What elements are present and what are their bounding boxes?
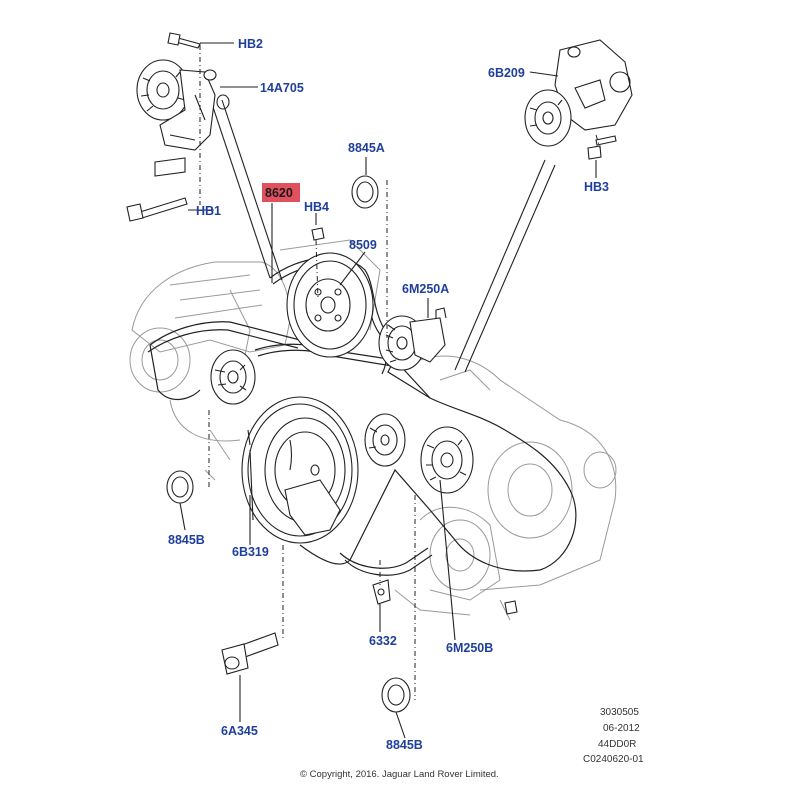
- leader-lines: [179, 42, 597, 739]
- label-6b209: 6B209: [488, 66, 525, 80]
- label-8845b-left: 8845B: [168, 533, 205, 547]
- label-8620: 8620: [265, 186, 293, 200]
- bolt-6a345: [221, 632, 279, 675]
- label-hb2: HB2: [238, 37, 263, 51]
- washer-6332: [372, 579, 391, 605]
- reference-line-1: 3030505: [600, 707, 639, 718]
- cap-8845b-bottom: [381, 677, 411, 713]
- label-8845b-bottom: 8845B: [386, 738, 423, 752]
- label-6332: 6332: [369, 634, 397, 648]
- engine-ghost-outline: [129, 239, 617, 621]
- water-pump-pulley: [286, 252, 374, 358]
- label-6b319: 6B319: [232, 545, 269, 559]
- label-hb1: HB1: [196, 204, 221, 218]
- reference-block: 3030505 06-2012 44DD0R C0240620-01: [583, 707, 644, 765]
- label-8845a: 8845A: [348, 141, 385, 155]
- part-labels: HB2 14A705 6B209 8845A HB3 8620 HB4 HB1 …: [168, 37, 609, 752]
- label-6m250a: 6M250A: [402, 282, 449, 296]
- label-hb3: HB3: [584, 180, 609, 194]
- tensioner-6b209: [524, 39, 633, 160]
- cap-8845b-left: [166, 470, 194, 504]
- small-bolt-right: [504, 600, 518, 615]
- reference-line-3: 44DD0R: [598, 739, 636, 750]
- assembly-lines: [199, 45, 601, 700]
- idler-pulley-upper: [378, 307, 447, 371]
- reference-line-4: C0240620-01: [583, 754, 644, 765]
- cap-8845a: [351, 175, 379, 209]
- idler-pulley-lower: [420, 426, 474, 494]
- belt-tensioner-lower: [210, 349, 256, 405]
- label-8509: 8509: [349, 238, 377, 252]
- reference-line-2: 06-2012: [603, 723, 640, 734]
- copyright-notice: © Copyright, 2016. Jaguar Land Rover Lim…: [300, 769, 499, 780]
- tensioner-assembly: [126, 32, 230, 222]
- label-6a345: 6A345: [221, 724, 258, 738]
- label-6m250b: 6M250B: [446, 641, 493, 655]
- label-8620-highlight: [262, 183, 300, 202]
- crankshaft-damper: [241, 396, 359, 544]
- idler-pulley-middle: [364, 413, 406, 467]
- bolt-hb4: [311, 227, 325, 241]
- label-14a705: 14A705: [260, 81, 304, 95]
- label-hb4: HB4: [304, 200, 329, 214]
